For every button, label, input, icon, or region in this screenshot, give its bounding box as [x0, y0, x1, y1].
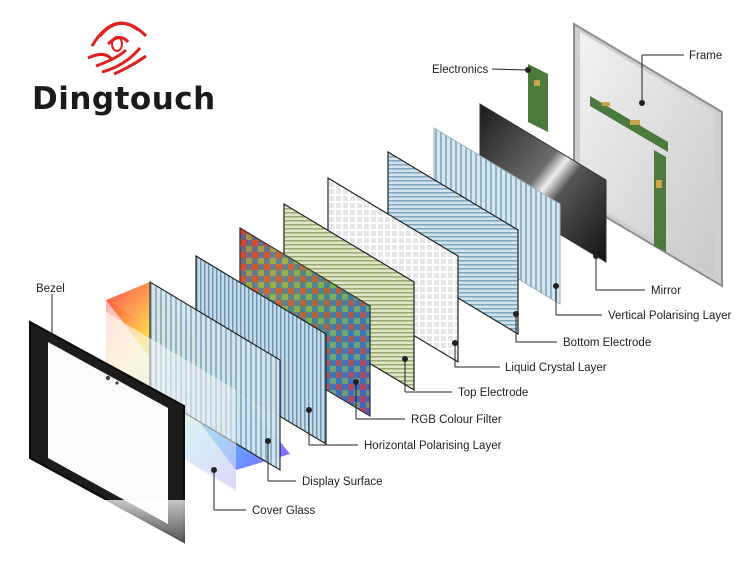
callout-liquid-crystal-layer: Liquid Crystal Layer: [505, 362, 607, 374]
callout-cover-glass: Cover Glass: [252, 505, 316, 517]
callout-frame: Frame: [689, 50, 722, 62]
electronics-board: [528, 64, 668, 252]
frame-layer: [573, 22, 723, 288]
callout-display-surface: Display Surface: [302, 476, 383, 488]
callout-horizontal-polarising-layer: Horizontal Polarising Layer: [364, 440, 502, 452]
camera-icon: [105, 375, 111, 381]
brand-logo: Dingtouch: [32, 21, 216, 117]
finger-touch-icon: [87, 21, 148, 76]
callout-electronics: Electronics: [432, 64, 488, 76]
brand-name: Dingtouch: [32, 81, 216, 117]
callout-bottom-electrode: Bottom Electrode: [563, 337, 651, 349]
callout-rgb-colour-filter: RGB Colour Filter: [411, 414, 502, 426]
callout-mirror: Mirror: [651, 285, 681, 297]
callout-vertical-polarising-layer: Vertical Polarising Layer: [608, 310, 732, 322]
sensor-icon: [115, 381, 119, 385]
callout-top-electrode: Top Electrode: [458, 387, 528, 399]
callout-bezel: Bezel: [36, 283, 65, 295]
